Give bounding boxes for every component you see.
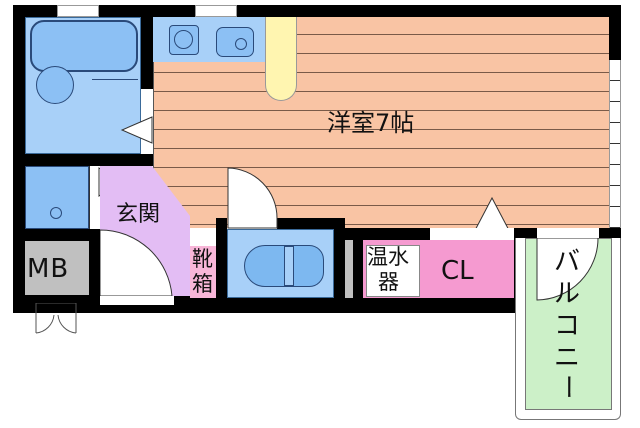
meter-box [25,241,89,295]
shoe-box-label-2: 箱 [192,272,213,296]
window-right [609,60,621,228]
window-bath [57,5,99,17]
basin-icon [36,66,74,104]
balcony-label-char: ル [553,279,580,309]
water-heater-label-2: 器 [378,270,399,294]
mb-door-icon [35,303,77,334]
toilet-room [227,229,334,298]
kitchen-counter [153,17,265,62]
toilet-door-swing-icon [227,167,278,229]
wall-toilet-right [334,218,345,313]
balcony-label-char: コ [553,311,580,341]
bathroom [25,17,141,154]
western-room-label: 洋室7帖 [327,109,415,137]
bath-floor-line [92,79,138,80]
drain-icon [50,207,62,219]
washer-area [25,166,89,229]
balcony-door-swing-icon [536,238,599,301]
wall-bath-right [141,17,153,89]
balcony-label-char: バ [553,247,580,277]
balcony-label-char: ニ [553,343,580,373]
wall-mb-right [89,229,100,313]
closet-label: CL [441,256,474,286]
door-bath-swing-icon [120,116,153,144]
meter-box-label: MB [27,254,70,284]
wall-cl-left [353,228,363,313]
shoe-box-label-1: 靴 [192,247,213,271]
door-balcony [537,228,599,240]
water-heater [366,245,420,297]
balcony-label-char: ー [552,374,582,400]
wall-right-upper [609,5,621,60]
toilet-tank-icon [284,246,294,286]
door-washer [89,166,99,229]
wall-top [13,5,621,17]
entrance-threshold [100,296,174,305]
shoe-box [190,246,217,298]
entrance-label: 玄関 [116,202,161,227]
wall-cl-top-left [345,228,430,240]
wall-left [13,5,25,313]
window-kitchen [195,5,237,17]
balcony-label: バ ル コ ニ ー [549,246,585,400]
wall-toilet-top-right [277,218,345,229]
wall-bath-bottom [25,154,153,166]
door-closet [430,228,514,240]
fridge-space [265,17,297,101]
bathtub-icon [30,20,138,72]
wall-washer-bottom [25,229,100,241]
water-heater-label-1: 温水 [367,245,409,269]
entrance-door-swing-icon [100,229,173,296]
wall-toilet-left [216,218,227,313]
wall-balcony-top [527,228,537,240]
sink-icon [216,27,254,57]
stove-icon [169,25,199,55]
wall-balcony-top-right [599,228,621,240]
partition-strip [345,240,353,298]
